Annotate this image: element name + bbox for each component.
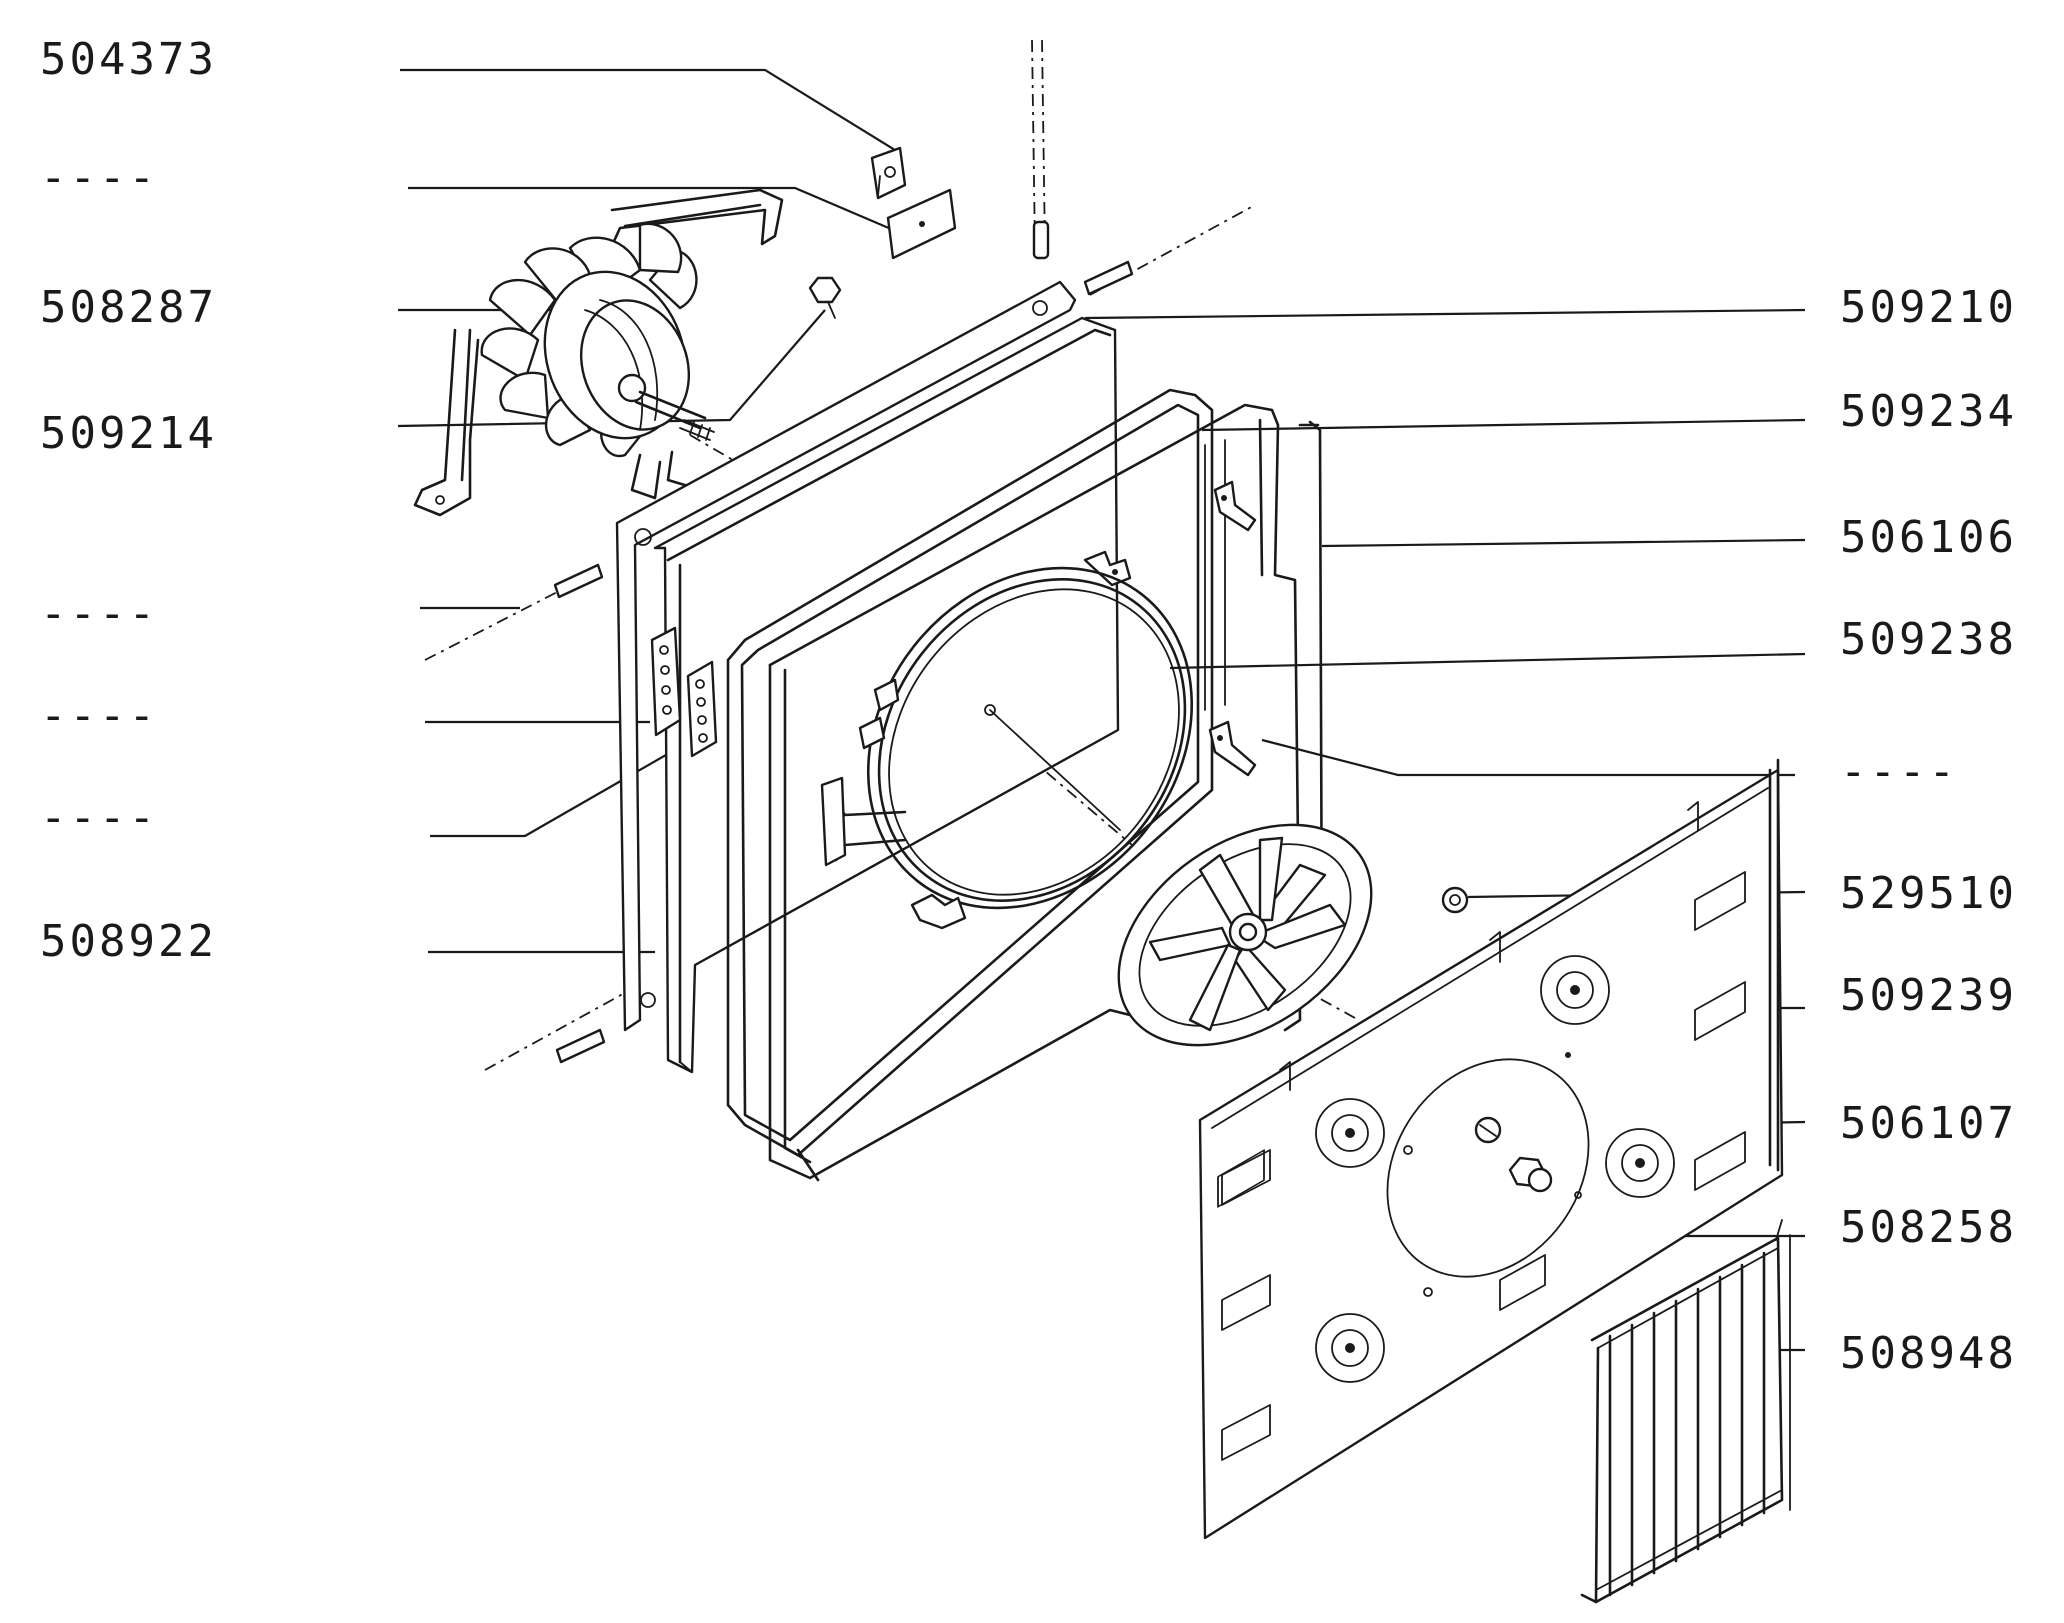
leader-509210 [1084, 308, 1806, 320]
leader-506106 [1321, 538, 1806, 548]
part-label-blank-3: ---- [40, 690, 158, 741]
part-label-509234: 509234 [1840, 386, 2017, 437]
part-label-blank-1: ---- [40, 152, 158, 203]
part-label-blank-4: ---- [40, 792, 158, 843]
gasket-part-509234 [726, 388, 1214, 1157]
baffle-plate-part-509239 [1198, 758, 1784, 1540]
terminal-strip-blank-4 [686, 660, 718, 758]
heating-element-part-509238 [820, 566, 1194, 930]
clip-part-504373 [870, 146, 907, 200]
part-label-508287: 508287 [40, 282, 217, 333]
back-panel-part-509210 [615, 280, 1077, 1032]
motor-fan-part-508287 [413, 188, 784, 517]
leader-blank-1 [408, 186, 906, 237]
part-label-509214: 509214 [40, 408, 217, 459]
fan-wheel [1117, 823, 1373, 1047]
part-label-blank-5: ---- [1840, 746, 1958, 797]
nut-part-508258 [1508, 1156, 1553, 1193]
part-label-509239: 509239 [1840, 970, 2017, 1021]
leader-504373 [400, 68, 896, 151]
leader-blank-4 [430, 739, 693, 838]
leader-509214 [397, 309, 826, 428]
frame-brackets [1083, 480, 1257, 777]
part-label-506107: 506107 [1840, 1098, 2017, 1149]
leader-509238 [1169, 652, 1806, 670]
stud-part-506107 [1474, 1116, 1502, 1144]
part-label-508922: 508922 [40, 916, 217, 967]
mounting-pins [553, 220, 1134, 1064]
part-label-509238: 509238 [1840, 614, 2017, 665]
plate-part-blank-1 [886, 188, 957, 260]
part-label-508258: 508258 [1840, 1202, 2017, 1253]
washer-part-529510 [1441, 886, 1469, 914]
part-label-529510: 529510 [1840, 868, 2017, 919]
leader-509234 [1201, 418, 1806, 432]
leader-blank-5 [1261, 738, 1795, 777]
part-label-504373: 504373 [40, 34, 217, 85]
part-label-508948: 508948 [1840, 1328, 2017, 1379]
part-label-509210: 509210 [1840, 282, 2017, 333]
left-part-labels: 504373 ---- 508287 509214 ---- ---- ----… [40, 34, 217, 967]
part-label-506106: 506106 [1840, 512, 2017, 563]
part-label-blank-2: ---- [40, 588, 158, 639]
grille-part-508948 [1580, 1219, 1791, 1604]
terminal-strip-blank-3 [650, 626, 682, 737]
nut-part-509214 [808, 276, 842, 319]
right-part-labels: 509210 509234 506106 509238 ---- 529510 … [1840, 282, 2017, 1379]
